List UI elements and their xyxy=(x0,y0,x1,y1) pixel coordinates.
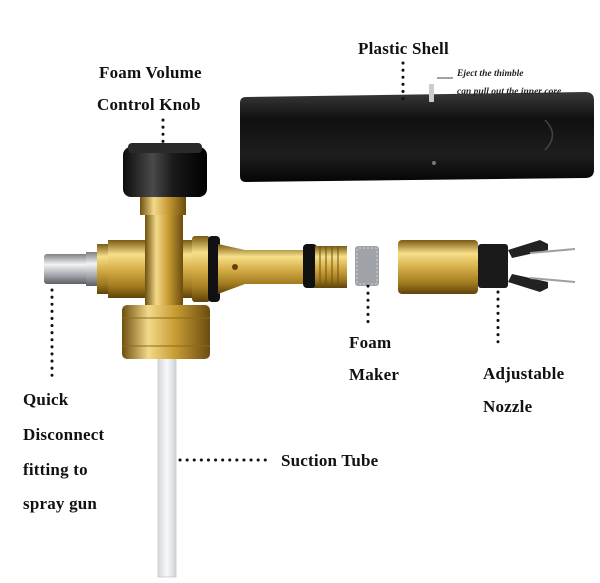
brass-body xyxy=(108,195,305,306)
quick-disconnect-fitting xyxy=(44,244,111,294)
foam-volume-control-knob xyxy=(123,143,207,197)
suction-nut xyxy=(122,305,210,359)
eject-note-line2: can pull out the inner core xyxy=(457,87,562,97)
foam-maker-label-line2: Maker xyxy=(349,365,400,384)
suction-tube xyxy=(157,344,177,578)
threaded-coupling xyxy=(303,244,347,288)
plastic-shell xyxy=(240,84,594,182)
nozzle-housing xyxy=(398,240,478,294)
quick-disconnect-label-line1: Quick xyxy=(23,390,69,409)
foam-volume-label-line1: Foam Volume xyxy=(99,63,202,82)
quick-disconnect-label-line3: fitting to xyxy=(23,460,88,479)
suction-tube-label: Suction Tube xyxy=(281,451,379,470)
foam-volume-label-line2: Control Knob xyxy=(97,95,201,114)
foam-maker-mesh xyxy=(355,246,379,286)
leader-lines xyxy=(50,61,500,462)
adjustable-nozzle-label-line1: Adjustable xyxy=(483,364,565,383)
plastic-shell-label: Plastic Shell xyxy=(358,39,449,58)
eject-note-line1: Eject the thimble xyxy=(457,69,524,79)
adjustable-nozzle-label-line2: Nozzle xyxy=(483,397,533,416)
adjustable-nozzle xyxy=(478,240,576,292)
foam-maker-label-line1: Foam xyxy=(349,333,392,352)
quick-disconnect-label-line4: spray gun xyxy=(23,494,98,513)
quick-disconnect-label-line2: Disconnect xyxy=(23,425,105,444)
